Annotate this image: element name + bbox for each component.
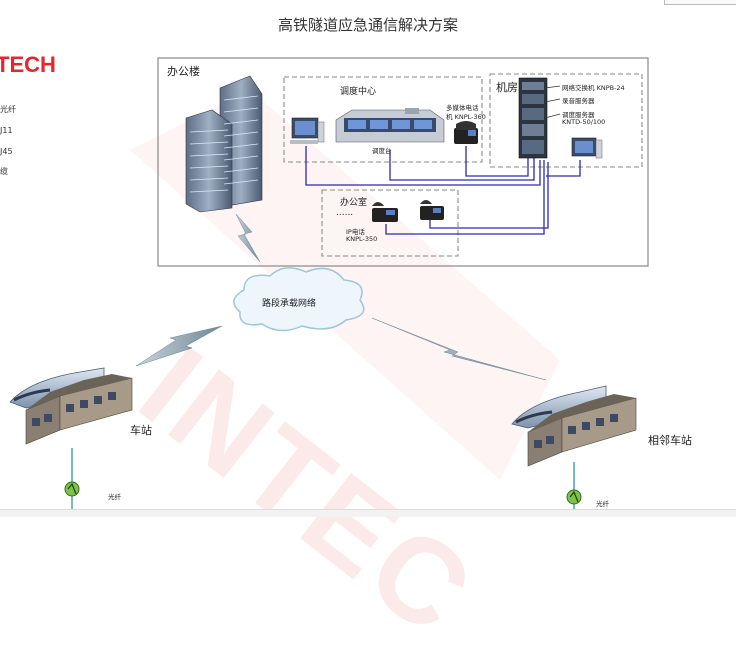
wireless-link-building: [235, 213, 261, 263]
dispatch-pc-icon: [290, 117, 325, 144]
neighbor-station-train-icon: [511, 385, 637, 467]
wireless-link-station: [135, 325, 223, 367]
machine-room-label: 机房: [496, 81, 518, 94]
network-cloud-icon: [233, 267, 365, 332]
neighbor-station-label: 相邻车站: [648, 434, 692, 447]
brand-logo: TECH: [0, 52, 56, 77]
dispatch-console-label: 调度台: [372, 147, 392, 155]
office-ellipsis: ......: [336, 208, 354, 218]
ip-phone-label-1: IP电话: [346, 228, 365, 236]
legend-item-fiber: 光纤: [0, 105, 16, 114]
recording-server-label: 录音服务器: [562, 97, 595, 105]
ip-phone-icon-1: [372, 202, 398, 222]
dispatch-server-label-1: 调度服务器: [562, 111, 595, 119]
dispatch-server-label-2: KNTD-50/100: [562, 118, 606, 126]
ip-phone-icon-2: [420, 200, 444, 220]
network-switch-label: 网络交换机 KNPB-24: [562, 84, 625, 92]
office-building-label: 办公楼: [167, 65, 200, 78]
station-fiber-node-icon: [64, 481, 80, 497]
legend-item-cable: 缆: [0, 167, 8, 176]
wireless-link-neighbor-station: [371, 317, 547, 381]
office-tower-icon: [185, 75, 263, 213]
network-label: 路段承载网络: [262, 299, 317, 309]
neighbor-fiber-node-icon: [566, 489, 582, 505]
office-building-box: [157, 57, 649, 267]
window-top-edge: [664, 0, 736, 5]
multimedia-phone-label-1: 多媒体电话: [446, 104, 479, 112]
server-rack-icon: [518, 77, 548, 159]
office-box: [321, 189, 459, 257]
station-label: 车站: [130, 424, 152, 437]
multimedia-phone-icon: [454, 121, 478, 144]
station-train-icon: [9, 367, 133, 445]
ip-phone-label-2: KNPL-350: [346, 235, 378, 243]
legend-item-j45: J45: [0, 147, 13, 156]
dispatch-console-icon: [335, 108, 445, 143]
diagram-title: 高铁隧道应急通信解决方案: [277, 16, 458, 34]
window-bottom-edge: [0, 509, 736, 517]
network-links: [305, 146, 581, 235]
machine-room-pc-icon: [571, 137, 603, 159]
neighbor-station-fiber-label: 光纤: [596, 500, 609, 508]
machine-room-box: [489, 73, 643, 168]
dispatch-center-label: 调度中心: [340, 87, 377, 97]
multimedia-phone-label-2: 机 KNPL-360: [446, 113, 486, 121]
legend-item-j11: J11: [0, 126, 13, 135]
rack-label-leaders: [544, 85, 561, 119]
dispatch-center-box: [283, 76, 483, 163]
station-fiber-label: 光纤: [108, 493, 121, 501]
diagram-graphics: [9, 57, 649, 512]
office-label: 办公室: [340, 198, 368, 208]
